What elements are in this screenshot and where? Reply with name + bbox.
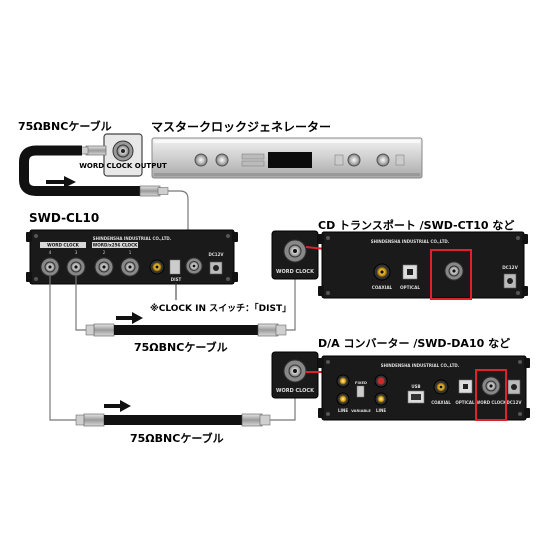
da10-word-clock-label: WORD CLOCK [476, 400, 507, 405]
da10-optical-jack [458, 379, 473, 394]
signal-arrow-mid [116, 312, 143, 324]
da10-fixed-label: FIXED [355, 381, 367, 385]
swd-ct10-device: SHINDENSHA INDUSTRIAL CO.,LTD. COAXIAL O… [318, 231, 528, 299]
da10-variable-label: VARIABLE [351, 409, 371, 413]
cl10-group-b-label: WORD/x256 CLOCK [93, 243, 139, 248]
signal-arrow-top [46, 176, 76, 188]
da10-brand-label: SHINDENSHA INDUSTRIAL CO.,LTD. [381, 363, 460, 368]
cable-mid [75, 260, 296, 337]
word-clock-in-callout-da: WORD CLOCK [271, 351, 319, 399]
swd-cl10-title: SWD-CL10 [29, 211, 99, 225]
da10-dc-label: DC12V [507, 400, 523, 405]
cl10-port-number: 2 [103, 250, 106, 255]
da10-coaxial-label: COAXIAL [431, 400, 451, 405]
cable-label-bottom: 75ΩBNCケーブル [130, 431, 224, 445]
cable-top [19, 145, 189, 248]
da10-usb-label: USB [411, 384, 420, 389]
word-clock-output-label: WORD CLOCK OUTPUT [79, 162, 167, 170]
cable-bottom [49, 276, 296, 427]
cable-label-top: 75ΩBNCケーブル [18, 119, 112, 133]
swd-cl10-device: SHINDENSHA INDUSTRIAL CO.,LTD. WORD CLOC… [26, 229, 238, 285]
ct10-word-clock-bnc [444, 261, 464, 281]
da10-word-clock-bnc [481, 376, 501, 396]
da10-dc-jack [507, 379, 521, 395]
cl10-dc-jack [209, 261, 223, 275]
cl10-bnc-port-3 [66, 257, 86, 277]
ct10-optical-jack [402, 264, 418, 280]
master-clock-title: マスタークロックジェネレーター [151, 120, 331, 134]
cl10-dc-label: DC12V [209, 252, 225, 257]
word-clock-in-callout-cd: WORD CLOCK [271, 230, 319, 280]
cl10-group-a-label: WORD CLOCK [47, 243, 80, 248]
cl10-dist-label: DIST [171, 277, 182, 282]
cable-label-mid: 75ΩBNCケーブル [134, 340, 228, 354]
da10-line-right-jacks [374, 374, 388, 406]
word-clock-in-label-da: WORD CLOCK [276, 388, 315, 394]
cl10-port-number: 4 [49, 250, 52, 255]
clock-in-note: ※CLOCK IN スイッチ：「DIST」 [150, 302, 291, 314]
signal-arrow-bottom [104, 400, 131, 412]
master-clock-right-knobs [347, 153, 390, 167]
word-clock-output-callout: WORD CLOCK OUTPUT [79, 133, 167, 177]
da10-usb-port [407, 390, 425, 404]
word-clock-in-label-cd: WORD CLOCK [276, 269, 315, 275]
da10-coaxial-jack [433, 379, 449, 395]
da10-line-l-label: LINE [338, 408, 348, 413]
master-clock-generator [151, 137, 423, 179]
ct10-optical-label: OPTICAL [400, 285, 420, 290]
da10-output-switch [356, 385, 365, 398]
da10-optical-label: OPTICAL [455, 400, 475, 405]
cl10-port-number: 1 [129, 250, 132, 255]
cl10-bnc-port-4 [40, 257, 60, 277]
cd-transport-title: CD トランスポート /SWD-CT10 など [318, 218, 514, 232]
cl10-port-number: 3 [75, 250, 78, 255]
highlight-box-da [475, 369, 507, 421]
ct10-dc-jack [503, 273, 517, 289]
swd-da10-device: SHINDENSHA INDUSTRIAL CO.,LTD. LINE FIXE… [318, 355, 530, 421]
cl10-brand-label: SHINDENSHA INDUSTRIAL CO.,LTD. [93, 236, 172, 241]
cl10-bnc-port-2 [94, 257, 114, 277]
cl10-clock-in-switch [169, 259, 181, 275]
ct10-dc-label: DC12V [502, 265, 518, 270]
ct10-brand-label: SHINDENSHA INDUSTRIAL CO.,LTD. [371, 239, 450, 244]
ct10-coaxial-jack [373, 263, 391, 281]
da-converter-title: D/A コンバーター /SWD-DA10 など [318, 337, 510, 350]
da10-line-left-jacks [336, 374, 350, 406]
cl10-bnc-port-1 [120, 257, 140, 277]
da10-line-r-label: LINE [376, 408, 386, 413]
cl10-clock-in-bnc [185, 257, 203, 275]
master-clock-display [268, 152, 312, 168]
cl10-rca-jack [149, 259, 165, 275]
ct10-coaxial-label: COAXIAL [372, 285, 393, 290]
master-clock-left-knobs [194, 153, 229, 167]
highlight-box-cd [430, 249, 472, 300]
